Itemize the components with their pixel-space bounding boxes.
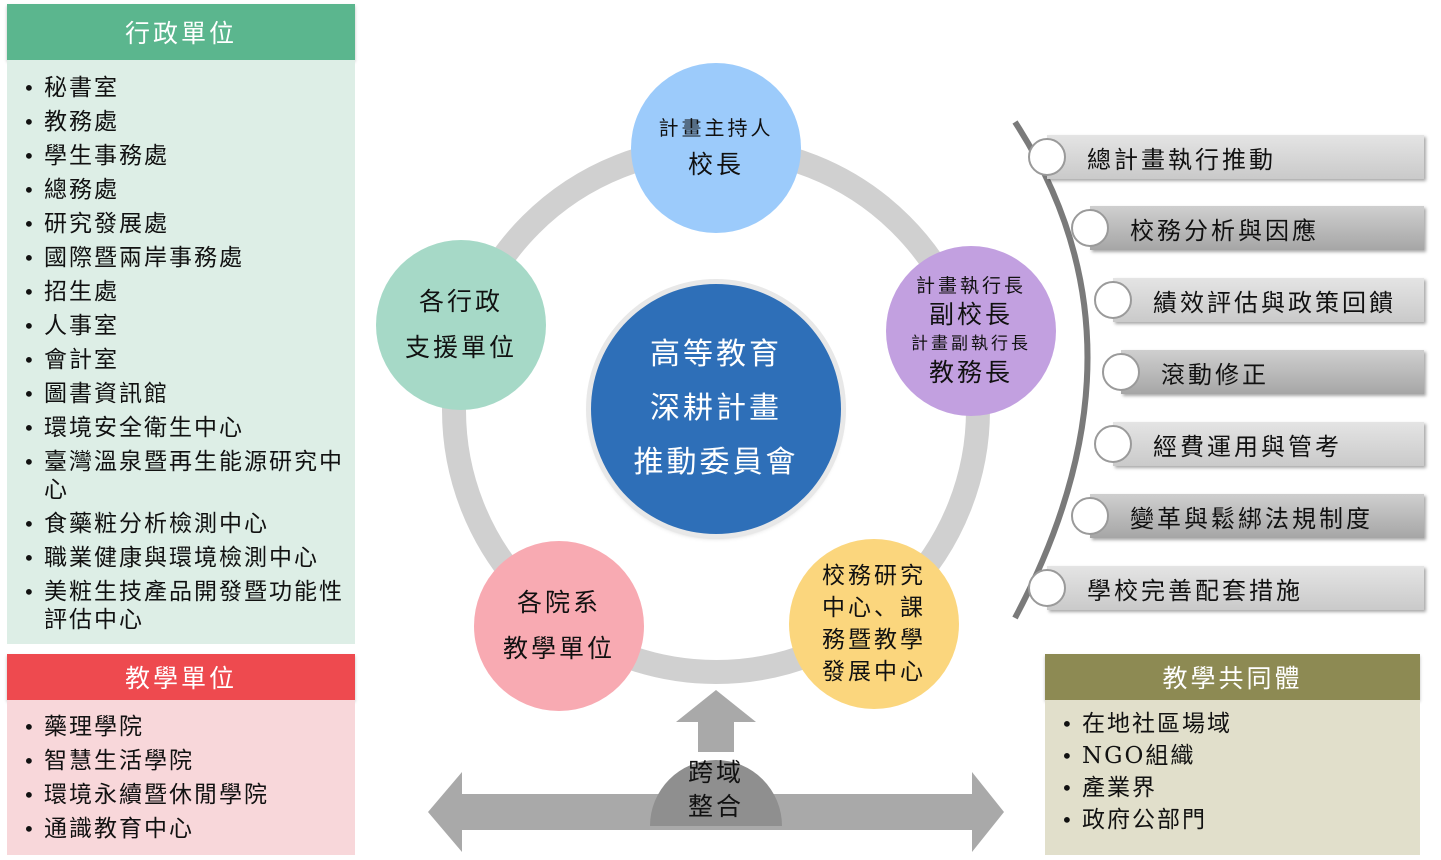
list-item: 在地社區場域 xyxy=(1057,708,1420,740)
step-7-label: 學校完善配套措施 xyxy=(1087,576,1303,605)
list-item: 圖書資訊館 xyxy=(19,377,355,411)
admin-units-title: 行政單位 xyxy=(124,19,237,48)
step-4: 滾動修正 xyxy=(1121,350,1424,394)
center-line-1: 高等教育 xyxy=(650,337,782,372)
list-item: NGO組織 xyxy=(1057,740,1420,772)
step-2: 校務分析與因應 xyxy=(1090,206,1424,250)
list-item: 環境永續暨休閒學院 xyxy=(19,778,355,812)
list-item: 招生處 xyxy=(19,275,355,309)
step-3-knob xyxy=(1094,281,1132,319)
list-item: 臺灣溫泉暨再生能源研究中心 xyxy=(19,448,355,504)
step-4-knob xyxy=(1102,353,1140,391)
list-item: 研究發展處 xyxy=(19,207,355,241)
step-5-knob xyxy=(1094,425,1132,463)
step-5-label: 經費運用與管考 xyxy=(1153,432,1342,461)
list-item: 通識教育中心 xyxy=(19,812,355,846)
list-item: 藥理學院 xyxy=(19,710,355,744)
list-item: 食藥粧分析檢測中心 xyxy=(19,507,355,541)
research-line-4: 發展中心 xyxy=(822,659,926,685)
admin-units-header: 行政單位 xyxy=(7,4,355,60)
teaching-community-list: 在地社區場域 NGO組織 產業界 政府公部門 xyxy=(1045,700,1420,855)
list-item: 美粧生技產品開發暨功能性評估中心 xyxy=(19,578,355,634)
step-7-knob xyxy=(1028,569,1066,607)
cross-line-2: 整合 xyxy=(687,792,744,821)
step-4-label: 滾動修正 xyxy=(1161,360,1269,389)
colleges-line-1: 各院系 xyxy=(516,588,601,617)
colleges-line-2: 教學單位 xyxy=(502,634,615,663)
step-3-label: 績效評估與政策回饋 xyxy=(1153,288,1396,317)
research-line-3: 務暨教學 xyxy=(822,627,926,653)
teaching-units-title: 教學單位 xyxy=(124,664,237,693)
teaching-community-title: 教學共同體 xyxy=(1162,664,1303,693)
process-arc xyxy=(1012,120,1091,620)
teaching-community-header: 教學共同體 xyxy=(1045,654,1420,700)
list-item: 人事室 xyxy=(19,309,355,343)
list-item: 政府公部門 xyxy=(1057,804,1420,836)
teaching-units-list: 藥理學院 智慧生活學院 環境永續暨休閒學院 通識教育中心 xyxy=(7,700,355,855)
cross-line-1: 跨域 xyxy=(687,758,744,787)
research-line-2: 中心、課 xyxy=(822,595,926,621)
list-item: 總務處 xyxy=(19,173,355,207)
step-1-knob xyxy=(1028,138,1066,176)
vice-name-2: 教務長 xyxy=(928,358,1013,387)
president-circle: 計畫主持人 校長 xyxy=(631,63,801,233)
research-center-circle: 校務研究 中心、課 務暨教學 發展中心 xyxy=(789,539,959,709)
step-6-label: 變革與鬆綁法規制度 xyxy=(1130,504,1373,533)
step-6: 變革與鬆綁法規制度 xyxy=(1090,494,1424,538)
step-2-knob xyxy=(1071,209,1109,247)
step-7: 學校完善配套措施 xyxy=(1047,566,1424,610)
step-5: 經費運用與管考 xyxy=(1113,422,1424,466)
admin-support-line-1: 各行政 xyxy=(418,287,503,316)
center-line-3: 推動委員會 xyxy=(633,445,799,480)
list-item: 教務處 xyxy=(19,105,355,139)
list-item: 國際暨兩岸事務處 xyxy=(19,241,355,275)
admin-support-line-2: 支援單位 xyxy=(404,333,517,362)
president-name: 校長 xyxy=(687,150,744,179)
vice-name-1: 副校長 xyxy=(928,300,1013,329)
center-committee-circle: 高等教育 深耕計畫 推動委員會 xyxy=(591,284,841,534)
research-line-1: 校務研究 xyxy=(822,563,926,589)
up-arrow xyxy=(676,690,756,752)
list-item: 產業界 xyxy=(1057,772,1420,804)
list-item: 秘書室 xyxy=(19,71,355,105)
step-6-knob xyxy=(1071,497,1109,535)
list-item: 會計室 xyxy=(19,343,355,377)
list-item: 環境安全衛生中心 xyxy=(19,411,355,445)
step-2-label: 校務分析與因應 xyxy=(1130,216,1319,245)
step-3: 績效評估與政策回饋 xyxy=(1113,278,1424,322)
step-1-label: 總計畫執行推動 xyxy=(1087,145,1276,174)
vice-role-2: 計畫副執行長 xyxy=(911,334,1031,354)
center-line-2: 深耕計畫 xyxy=(650,391,782,426)
admin-support-circle: 各行政 支援單位 xyxy=(376,240,546,410)
president-role: 計畫主持人 xyxy=(658,116,774,140)
vice-president-circle: 計畫執行長 副校長 計畫副執行長 教務長 xyxy=(886,246,1056,416)
list-item: 智慧生活學院 xyxy=(19,744,355,778)
vice-role-1: 計畫執行長 xyxy=(915,275,1026,297)
list-item: 職業健康與環境檢測中心 xyxy=(19,541,355,575)
admin-units-list: 秘書室 教務處 學生事務處 總務處 研究發展處 國際暨兩岸事務處 招生處 人事室… xyxy=(7,60,355,644)
cross-domain-label: 跨域 整合 xyxy=(666,756,766,824)
step-1: 總計畫執行推動 xyxy=(1047,135,1424,179)
list-item: 學生事務處 xyxy=(19,139,355,173)
cross-domain-dome xyxy=(650,760,782,826)
colleges-circle: 各院系 教學單位 xyxy=(474,541,644,711)
teaching-units-header: 教學單位 xyxy=(7,654,355,700)
